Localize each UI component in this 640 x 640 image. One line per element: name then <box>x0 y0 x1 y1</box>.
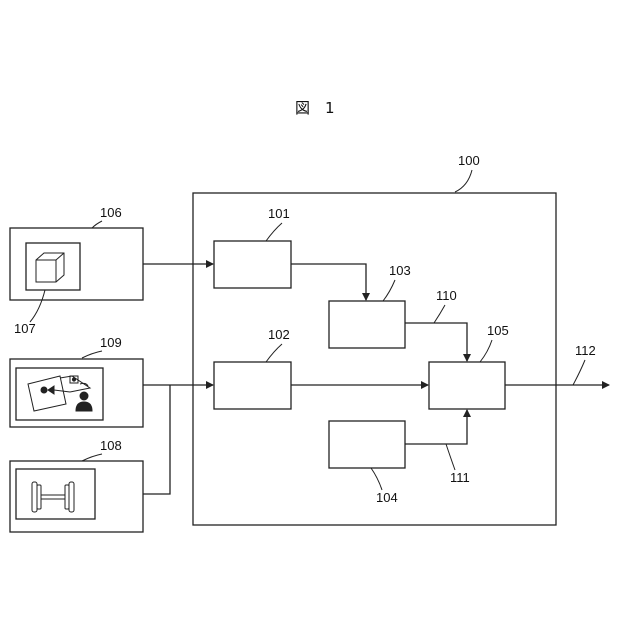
label-100: 100 <box>458 153 480 168</box>
leader-103 <box>383 280 395 301</box>
label-101: 101 <box>268 206 290 221</box>
label-108: 108 <box>100 438 122 453</box>
label-103: 103 <box>389 263 411 278</box>
leader-100 <box>455 170 472 192</box>
leader-110 <box>434 305 445 323</box>
leader-111 <box>446 444 455 470</box>
arrow-101-to-103 <box>291 264 366 300</box>
label-110: 110 <box>436 288 457 303</box>
label-104: 104 <box>376 490 398 505</box>
cube-icon <box>36 253 64 282</box>
axle-icon <box>32 482 74 512</box>
leader-105 <box>480 340 492 362</box>
arrow-103-to-105 <box>405 323 467 361</box>
system-box-100 <box>193 193 556 525</box>
leader-107 <box>30 290 45 322</box>
block-105 <box>429 362 505 409</box>
leader-101 <box>266 223 282 241</box>
sensor-box-106 <box>10 228 143 300</box>
leader-108 <box>82 454 102 461</box>
block-104 <box>329 421 405 468</box>
leader-102 <box>266 344 282 362</box>
label-111: 111 <box>450 470 470 485</box>
block-103 <box>329 301 405 348</box>
inner-box-107 <box>26 243 80 290</box>
leader-109 <box>82 351 102 358</box>
label-112: 112 <box>575 343 596 358</box>
block-102 <box>214 362 291 409</box>
label-106: 106 <box>100 205 122 220</box>
inner-box-108 <box>16 469 95 519</box>
label-105: 105 <box>487 323 509 338</box>
arrow-104-to-105 <box>405 410 467 444</box>
leader-106 <box>92 221 102 228</box>
label-102: 102 <box>268 327 290 342</box>
sensor-box-108 <box>10 461 143 532</box>
leader-104 <box>371 468 382 490</box>
block-101 <box>214 241 291 288</box>
label-107: 107 <box>14 321 36 336</box>
leader-112 <box>573 360 585 385</box>
line-108-to-102 <box>143 385 170 494</box>
label-109: 109 <box>100 335 122 350</box>
camera-person-icon <box>28 376 92 411</box>
figure-title: 図 1 <box>295 99 335 117</box>
